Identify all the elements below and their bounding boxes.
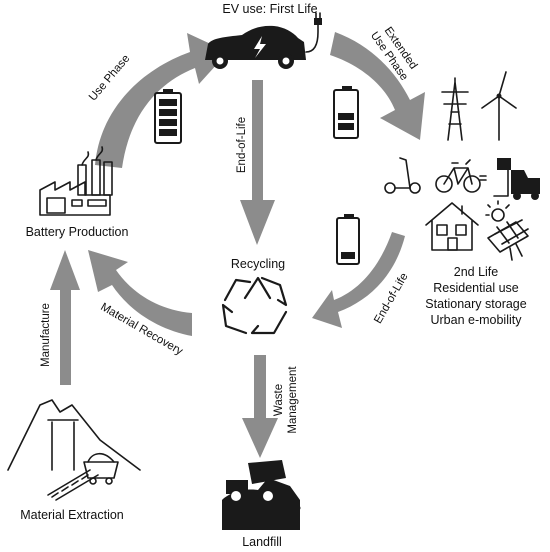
battery-icon: [333, 86, 359, 139]
dump-truck-icon: [222, 460, 301, 530]
end-of-life-center-arrow: [240, 80, 275, 245]
battery-icon: [336, 214, 360, 265]
manufacture-label: Manufacture: [40, 303, 52, 367]
house-icon: [425, 202, 479, 251]
use-phase-arrow: [95, 33, 228, 168]
factory-icon: [39, 146, 113, 216]
battery-icon: [154, 89, 182, 144]
wind-turbine-icon: [481, 71, 517, 141]
second-life-label: 2nd Life: [454, 265, 499, 279]
mine-icon: [7, 399, 141, 501]
battery-production-label: Battery Production: [26, 225, 129, 239]
material-recovery-arrow: [88, 250, 192, 336]
bicycle-icon: [435, 159, 487, 193]
second-life-urban-label: Urban e-mobility: [430, 313, 522, 327]
material-extraction-label: Material Extraction: [20, 508, 124, 522]
end-of-life-right-arrow: [312, 232, 405, 328]
ev-use-label: EV use: First Life: [222, 2, 317, 16]
second-life-stationary-label: Stationary storage: [425, 297, 526, 311]
scooter-icon: [384, 157, 421, 194]
end-of-life-center-label: End-of-Life: [236, 117, 248, 173]
recycling-label: Recycling: [231, 257, 285, 271]
waste-label: Waste: [273, 384, 285, 416]
manufacture-arrow: [50, 250, 80, 385]
extended-use-phase-arrow: [330, 32, 425, 140]
solar-panel-icon: [485, 200, 529, 261]
recycle-icon: [221, 276, 288, 335]
waste-management-arrow: [242, 355, 278, 458]
power-pylon-icon: [441, 77, 469, 141]
management-label: Management: [287, 366, 299, 434]
electric-car-icon: [205, 12, 322, 69]
landfill-label: Landfill: [242, 535, 282, 549]
second-life-residential-label: Residential use: [433, 281, 519, 295]
forklift-icon: [493, 158, 540, 200]
